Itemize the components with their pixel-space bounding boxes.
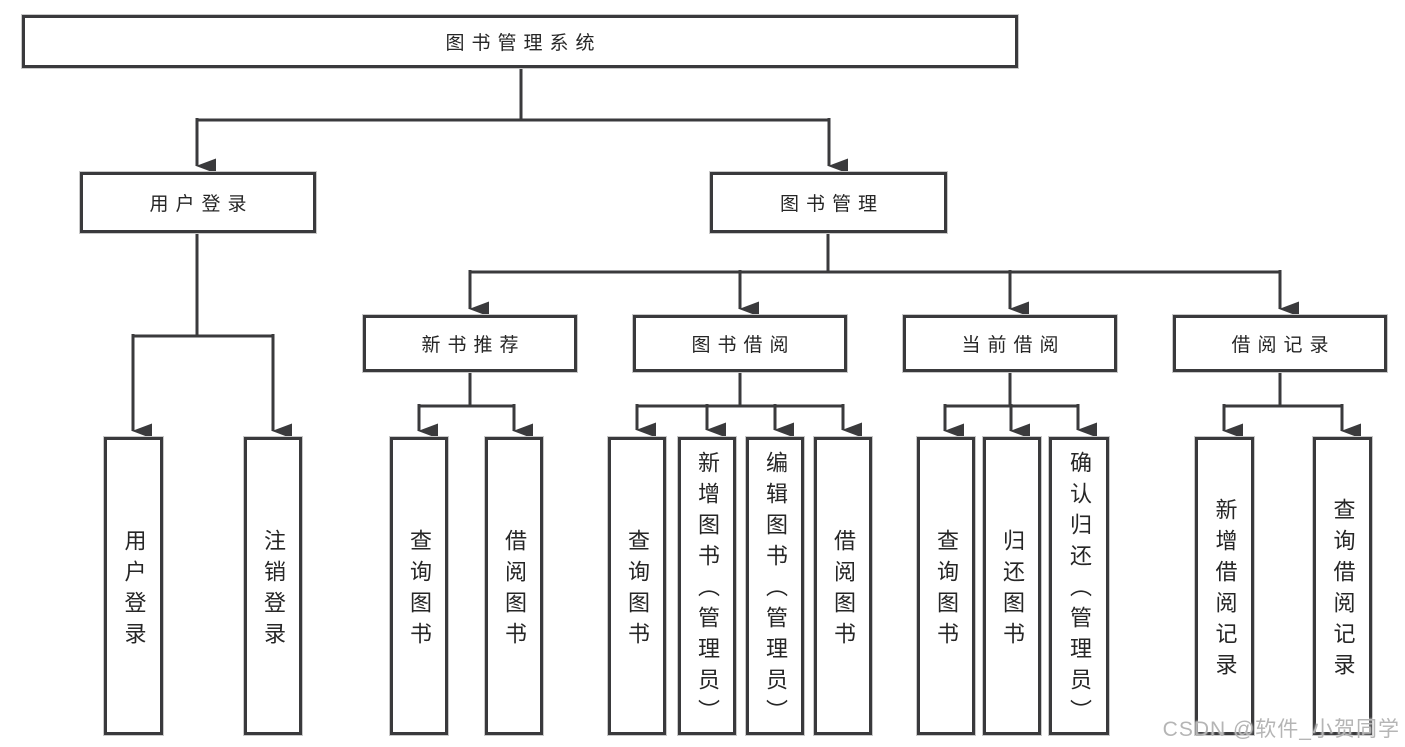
connector-user-login [131,233,292,439]
leaf-logout: 注销登录 [244,437,302,735]
leaf-add-books-admin: 新增图书（管理员） [678,437,736,735]
leaf-return-books: 归还图书 [983,437,1041,735]
leaf-borrow-books-recommend: 借阅图书 [485,437,543,735]
leaf-query-books-current: 查询图书 [917,437,975,735]
leaf-borrow-books: 借阅图书 [814,437,872,735]
leaf-query-borrow-record: 查询借阅记录 [1313,437,1372,735]
leaf-query-books-borrow: 查询图书 [608,437,666,735]
node-book-management: 图书管理 [710,172,947,233]
leaf-edit-books-admin: 编辑图书（管理员） [746,437,804,735]
connector-new-book-recommend [417,372,533,439]
node-user-login: 用户登录 [80,172,316,233]
node-current-borrow: 当前借阅 [903,315,1117,372]
csdn-watermark: CSDN @软件_小贺同学 [1162,718,1400,741]
leaf-user-login: 用户登录 [104,437,163,735]
node-book-borrow: 图书借阅 [633,315,847,372]
node-borrow-records: 借阅记录 [1173,315,1387,372]
connector-book-management [468,233,1299,317]
node-library-management-system: 图书管理系统 [22,15,1018,68]
leaf-add-borrow-record: 新增借阅记录 [1195,437,1254,735]
connector-borrow-records [1222,372,1361,439]
leaf-confirm-return-admin: 确认归还（管理员） [1049,437,1109,735]
connector-root [195,66,848,174]
leaf-query-books-recommend: 查询图书 [390,437,448,735]
connector-book-borrow [635,372,862,438]
connector-current-borrow [943,372,1097,439]
node-new-book-recommend: 新书推荐 [363,315,577,372]
